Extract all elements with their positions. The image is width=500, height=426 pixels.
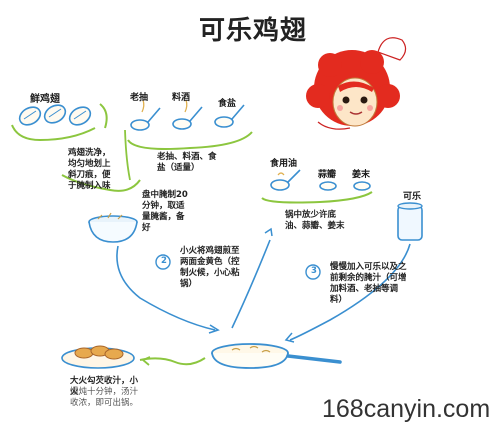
label-garlic: 蒜瓣 — [318, 170, 337, 180]
note-finish-main: 大火勾芡收汁，小火 — [70, 376, 139, 397]
note-finish-rest: 慢炖十分钟，汤汁收浓，即可出锅。 — [70, 387, 139, 408]
watermark-text: 168canyin.com — [322, 395, 491, 423]
note-marinade-mix: 老抽、料酒、食盐（适量） — [157, 152, 217, 173]
seasoning-bracket — [127, 131, 253, 150]
seasoning-spoons-illustration — [130, 99, 245, 131]
finished-dish-illustration — [61, 345, 135, 369]
oil-garlic-ginger-illustration — [270, 169, 371, 191]
label-soy-sauce: 老抽 — [130, 93, 149, 103]
flow-arrow-pan-to-plate — [139, 357, 206, 366]
frying-pan-illustration — [211, 343, 342, 369]
wings-bracket — [11, 124, 96, 142]
label-cola: 可乐 — [403, 192, 422, 202]
step-2-number: 2 — [161, 256, 167, 266]
note-marinate: 盘中腌制20分钟，取适量腌酱，备好 — [142, 190, 188, 233]
label-cooking-oil: 食用油 — [270, 159, 298, 169]
label-cooking-wine: 料酒 — [172, 93, 191, 103]
label-chicken-wings: 鲜鸡翅 — [30, 94, 60, 105]
marinade-bowl-illustration — [88, 212, 138, 243]
chicken-wings-illustration — [18, 104, 92, 126]
step-2-circle — [155, 254, 171, 270]
label-ginger: 姜末 — [352, 170, 371, 180]
chef-character-illustration — [306, 37, 407, 130]
cola-can-illustration — [397, 202, 423, 241]
label-salt: 食盐 — [218, 99, 237, 109]
note-stir-fry: 锅中放少许底油、蒜瓣、姜末 — [285, 210, 345, 231]
flow-arrow-cola-to-pan — [289, 243, 411, 341]
note-fry-wings: 小火将鸡翅煎至两面金黄色（控制火候，小心粘锅） — [180, 246, 240, 289]
oil-bracket — [261, 191, 373, 204]
flow-arrow-oil-to-pan — [231, 239, 271, 329]
page-title: 可乐鸡翅 — [198, 16, 307, 46]
note-wash-wings: 鸡翅洗净，均匀地划上斜刀痕，便于腌制入味 — [68, 148, 111, 191]
note-add-cola: 慢慢加入可乐以及之前剩余的腌汁（可增加料酒、老抽等调料） — [330, 262, 407, 305]
flow-arrow-bowl-to-pan — [116, 245, 216, 331]
step-3-circle — [305, 264, 321, 280]
step-3-number: 3 — [311, 266, 317, 276]
